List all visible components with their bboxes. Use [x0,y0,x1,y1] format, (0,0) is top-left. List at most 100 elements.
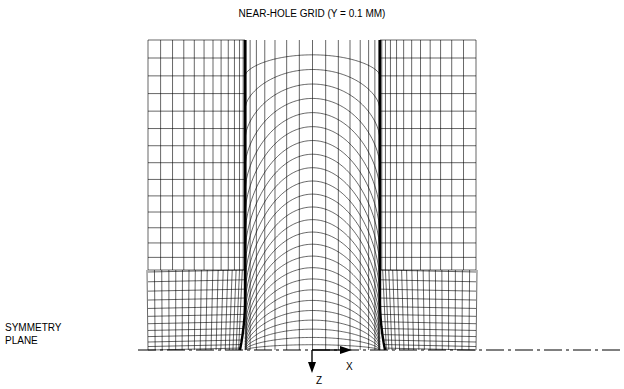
grid-line [417,270,419,350]
grid-line [172,40,173,270]
grid-line [396,40,397,270]
grid-line [286,40,287,350]
grid-line [148,75,245,76]
grid-line [381,40,382,270]
hole-wall [240,40,245,350]
grid-line [397,270,400,350]
grid-line [148,322,244,324]
grid-line [381,322,476,324]
arrowhead [340,346,352,354]
grid-line [455,270,456,350]
grid-line [380,280,476,282]
grid-line [148,93,245,94]
grid-line [380,306,476,308]
grid-line [148,40,245,41]
grid-line [148,145,245,146]
grid-line [350,40,351,350]
plane-label: SYMMETRY PLANE [5,321,77,347]
grid-line [200,270,201,350]
grid-line [154,270,156,350]
grid-line [168,270,169,350]
grid-line [380,289,476,291]
grid-line [374,40,375,350]
grid-line [338,40,339,350]
figure-title: NEAR-HOLE GRID (Y = 0.1 MM) [239,7,386,20]
grid-line [234,40,235,270]
grid-line [385,270,388,350]
grid-line [448,270,449,350]
grid-line [380,242,476,243]
grid-line [380,298,476,300]
grid-line [380,179,476,180]
arrowhead [308,362,316,373]
grid-line [380,257,476,258]
grid-line [380,227,476,228]
grid-line [389,270,392,350]
grid-line [148,280,245,282]
grid-line [390,40,391,270]
grid-line [213,40,214,270]
grid-line [148,314,245,316]
grid-line [188,270,190,350]
grid-line [148,270,245,272]
grid-line [411,40,412,270]
grid-line [183,40,184,270]
grid-line [236,270,239,350]
grid-line [225,270,228,350]
grid-line [380,212,476,213]
hole-wall [380,40,385,350]
grid-line [206,270,208,350]
grid-line [380,270,476,272]
grid-line [148,257,245,258]
grid-line [429,270,431,350]
grid-line [380,145,476,146]
grid-line [229,270,232,350]
grid-line [440,40,441,270]
grid-line [194,270,196,350]
grid-line [368,40,369,350]
z-axis [311,350,312,364]
grid-line [435,270,437,350]
grid-line [216,270,218,350]
grid-line [385,40,386,270]
grid-line [441,270,442,350]
grid-line [148,58,245,59]
grid-line [148,40,149,270]
grid-line [476,40,477,270]
grid-line [147,270,148,350]
grid-line [451,40,452,270]
grid-line [380,128,476,129]
grid-line [194,40,195,270]
grid-line [148,111,245,112]
grid-line [360,40,361,350]
grid-line [380,93,476,94]
grid-line [228,40,229,270]
grid-line [250,40,251,350]
mesh-grid [138,40,620,373]
grid-line [239,40,240,270]
grid-line [148,162,245,163]
grid-line [402,270,404,350]
grid-line [299,40,300,350]
grid-line [148,298,245,300]
grid-line [380,314,476,316]
grid-line [148,306,245,308]
grid-line [423,270,424,350]
grid-line [380,40,476,41]
grid-line [233,270,236,350]
symmetry-line [138,350,620,351]
grid-line [204,40,205,270]
grid-line [461,270,462,350]
grid-line [221,40,222,270]
x-axis [312,349,342,350]
grid-line [264,40,265,350]
grid-line [175,270,176,350]
grid-line [161,270,162,350]
grid-line [211,270,213,350]
grid-line [463,40,464,270]
grid-line [420,40,421,270]
grid-line [148,179,245,180]
grid-line [148,128,245,129]
